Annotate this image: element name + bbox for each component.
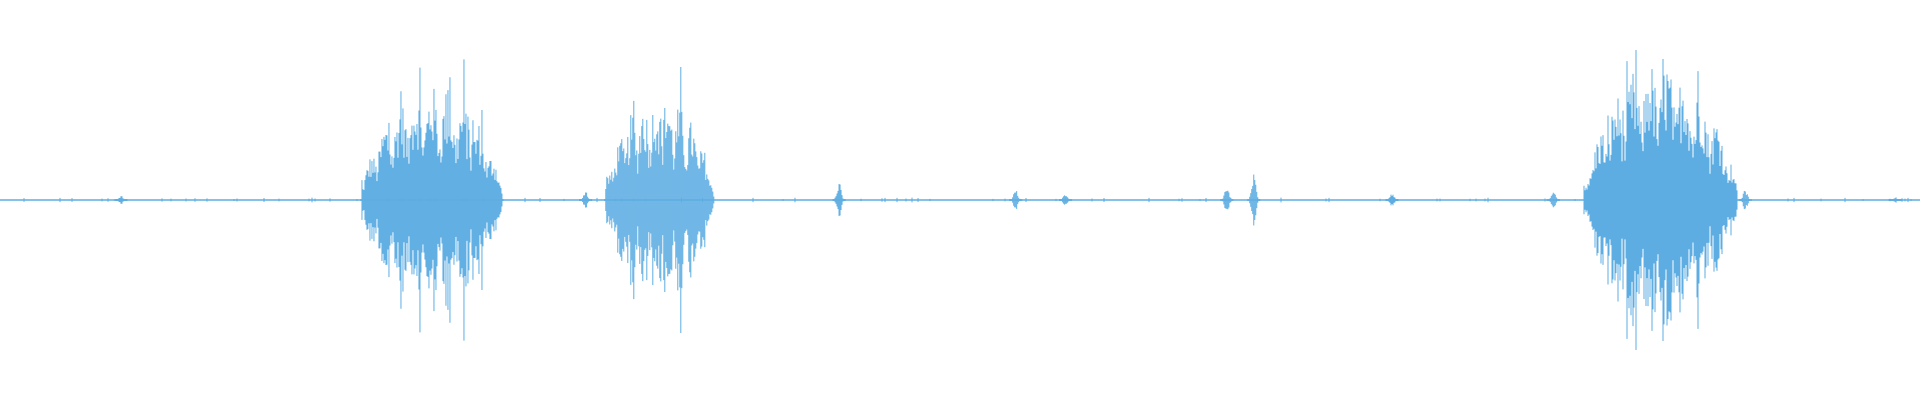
waveform-bars [0, 50, 1920, 350]
